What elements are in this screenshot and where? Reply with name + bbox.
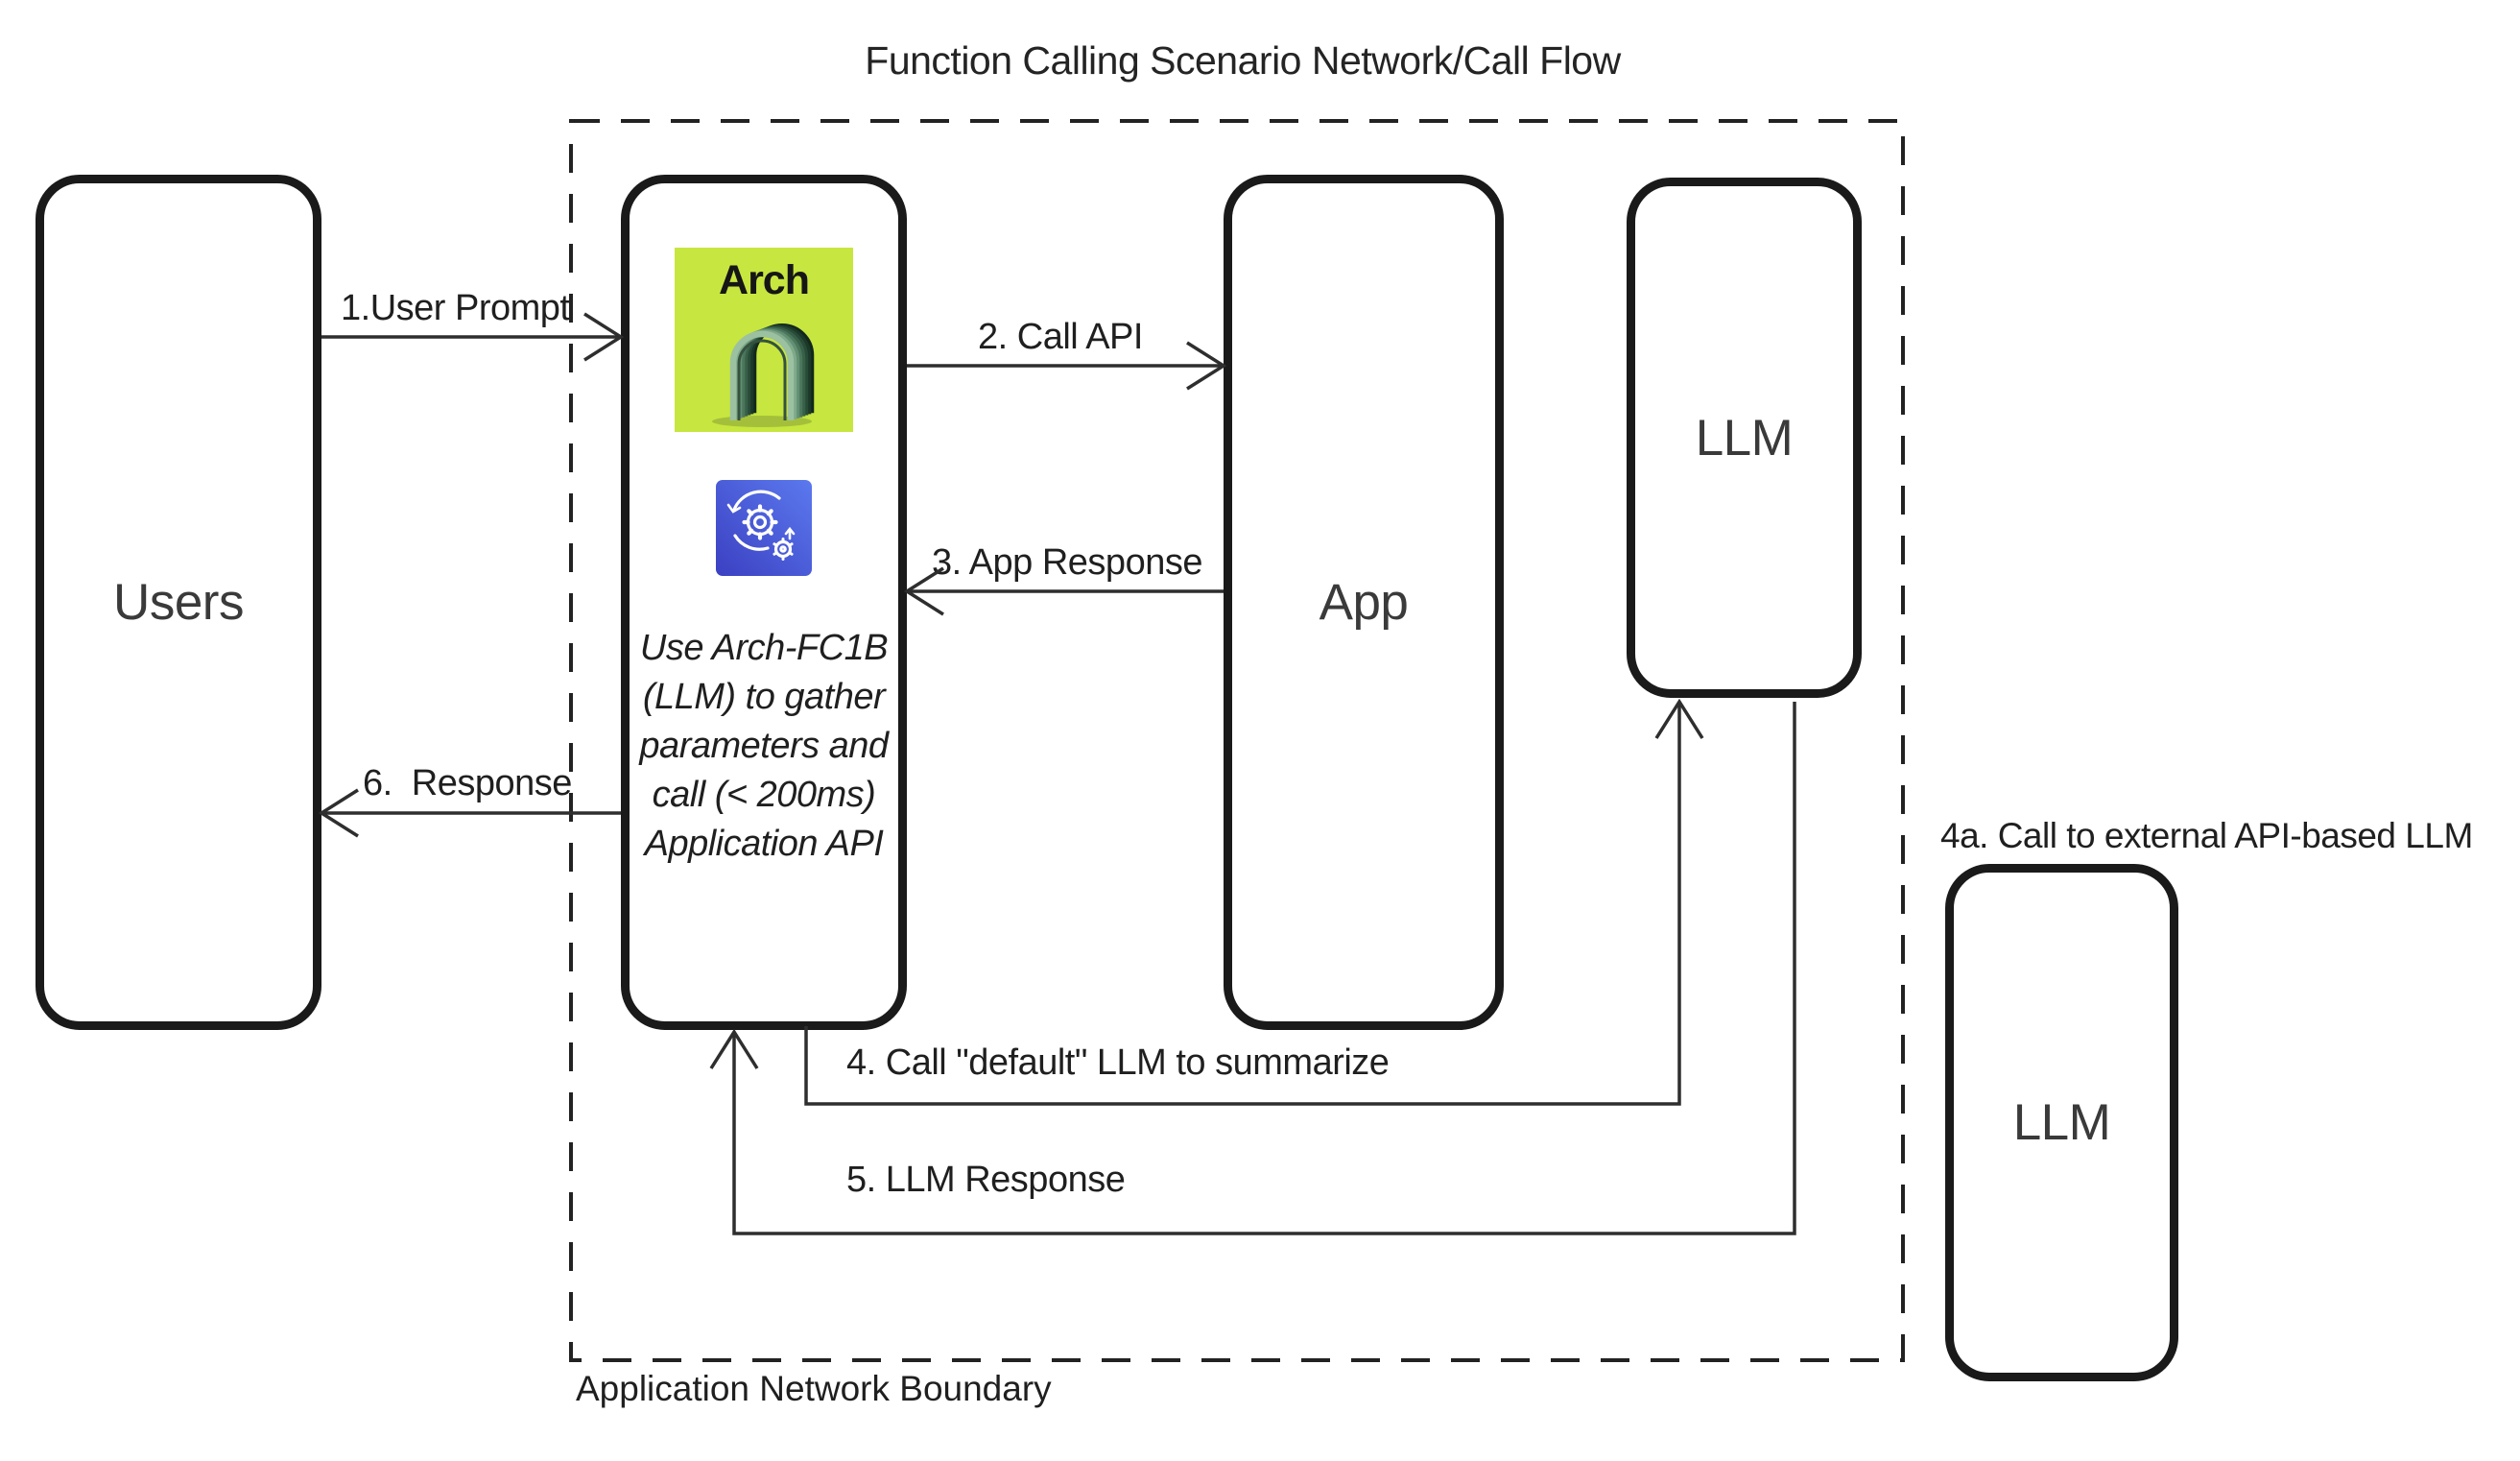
llm-external-label: LLM	[2012, 1094, 2111, 1151]
arrow-user-prompt-head	[583, 312, 625, 362]
arrow-call-default-llm-head	[1654, 698, 1704, 739]
arch-note-line: Application API	[644, 823, 884, 864]
arch-logo-icon	[712, 323, 815, 427]
arch-note-line: call (< 200ms)	[652, 774, 876, 815]
arrow-call-api-head	[1186, 341, 1227, 391]
arch-note-line: parameters and	[639, 725, 889, 766]
llm-internal-label: LLM	[1695, 409, 1794, 467]
label-llm-response: 5. LLM Response	[846, 1160, 1126, 1200]
boundary-label: Application Network Boundary	[576, 1369, 1052, 1408]
arch-note-line: (LLM) to gather	[642, 676, 886, 717]
arch-note-line: Use Arch-FC1B	[639, 628, 889, 668]
process-gears-icon	[716, 480, 812, 576]
label-user-prompt: 1.User Prompt	[341, 288, 570, 328]
arrow-response-head	[318, 788, 359, 838]
users-label: Users	[113, 574, 244, 631]
node-app: App	[1224, 175, 1504, 1030]
label-call-default-llm: 4. Call "default" LLM to summarize	[846, 1042, 1390, 1083]
node-users: Users	[36, 175, 321, 1030]
arch-logo: Arch	[675, 248, 853, 432]
arrow-llm-response-head	[709, 1028, 759, 1069]
arch-note: Use Arch-FC1B (LLM) to gather parameters…	[639, 624, 889, 869]
arch-logo-title: Arch	[719, 257, 810, 303]
node-arch: Arch	[621, 175, 907, 1030]
label-response: 6. Response	[363, 763, 572, 803]
label-external-llm-call: 4a. Call to external API-based LLM	[1940, 816, 2473, 855]
label-call-api: 2. Call API	[978, 317, 1143, 357]
diagram-title: Function Calling Scenario Network/Call F…	[865, 38, 1621, 83]
node-llm-internal: LLM	[1627, 178, 1862, 698]
label-app-response: 3. App Response	[932, 542, 1202, 583]
node-llm-external: LLM	[1945, 864, 2178, 1381]
app-label: App	[1319, 574, 1409, 631]
